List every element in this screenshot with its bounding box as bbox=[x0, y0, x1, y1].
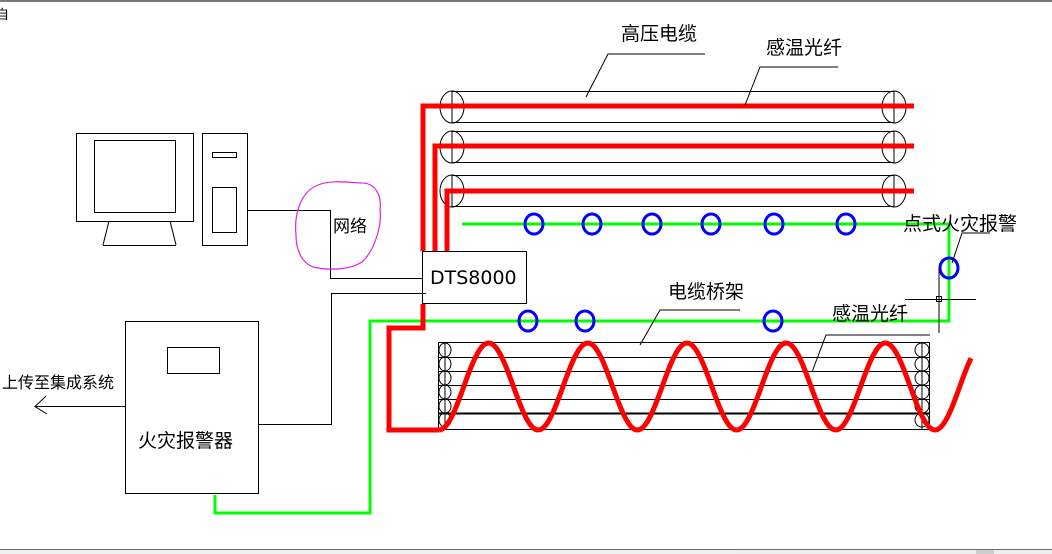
controller-dts-link bbox=[259, 293, 426, 425]
temp-fiber-top bbox=[420, 103, 914, 251]
temp-fiber-bottom-label: 感温光纤 bbox=[832, 303, 908, 325]
temp-fiber-bottom-lead bbox=[386, 304, 439, 433]
scroll-track[interactable] bbox=[736, 550, 1052, 554]
point-detector-icon bbox=[938, 256, 960, 280]
dts-device: DTS8000 bbox=[422, 251, 527, 304]
point-detector-icon bbox=[762, 309, 784, 333]
temp-fiber-top-label: 感温光纤 bbox=[766, 37, 842, 59]
horizontal-scrollbar[interactable] bbox=[0, 549, 1052, 554]
leader-lines-top bbox=[585, 53, 838, 106]
upload-arrow-icon bbox=[34, 395, 125, 415]
point-detector-icon bbox=[517, 309, 539, 333]
upload-to-system-label: 上传至集成系统 bbox=[2, 373, 114, 392]
point-detectors bbox=[517, 212, 960, 333]
point-detector-icon bbox=[641, 212, 663, 236]
point-detector-icon bbox=[523, 212, 545, 236]
point-alarm-leader bbox=[905, 232, 990, 333]
dts-device-label: DTS8000 bbox=[430, 267, 517, 289]
network-cloud-icon bbox=[295, 181, 381, 270]
alarm-line bbox=[213, 222, 951, 515]
tray-left-ends bbox=[438, 342, 452, 429]
fire-alarm-controller: 火灾报警器 bbox=[125, 321, 259, 494]
cable-tray-label: 电缆桥架 bbox=[668, 281, 744, 303]
scroll-thumb[interactable] bbox=[976, 550, 994, 554]
point-detector-icon bbox=[835, 212, 857, 236]
computer-tower-icon bbox=[202, 133, 248, 246]
temp-fiber-bottom-leader bbox=[811, 334, 930, 373]
point-detector-icon bbox=[763, 212, 785, 236]
point-detector-icon bbox=[574, 309, 596, 333]
point-detector-icon bbox=[700, 212, 722, 236]
temp-fiber-sine bbox=[438, 340, 974, 433]
point-detector-icon bbox=[581, 212, 603, 236]
network-label: 网络 bbox=[333, 217, 367, 237]
point-fire-alarm-label: 点式火灾报警 bbox=[903, 213, 1017, 235]
network-link bbox=[247, 210, 426, 279]
window-top-border bbox=[0, 0, 1052, 2]
cable-tray-leader bbox=[639, 309, 740, 346]
fire-alarm-controller-label: 火灾报警器 bbox=[138, 430, 233, 452]
corner-glyph: 自 bbox=[0, 8, 10, 23]
computer-monitor-icon bbox=[76, 133, 194, 246]
high-voltage-cable-label: 高压电缆 bbox=[621, 23, 697, 45]
